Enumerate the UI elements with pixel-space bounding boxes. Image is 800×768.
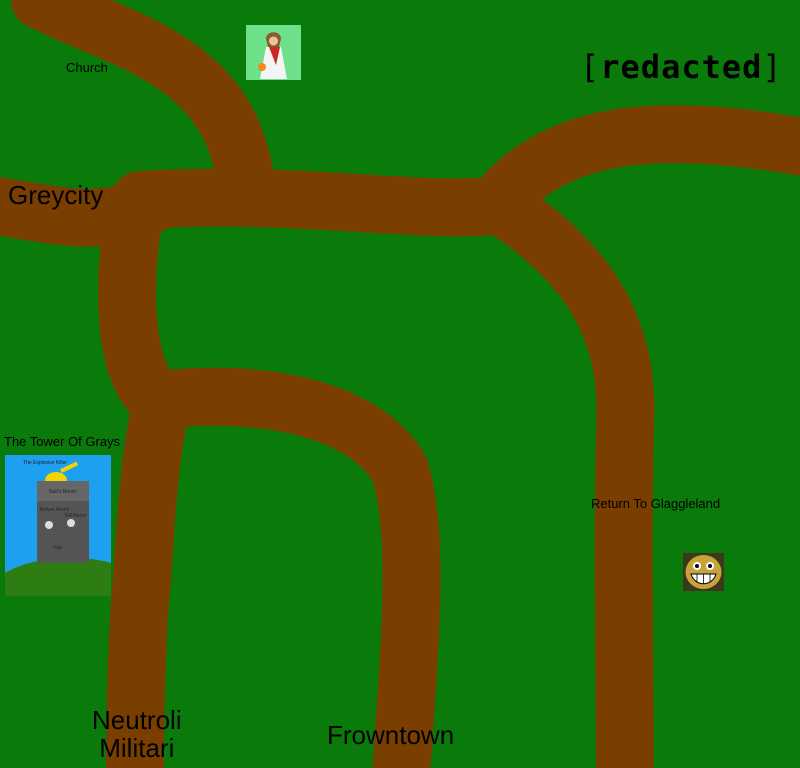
jesus-figure-icon[interactable] [246,25,301,80]
tower-room-top: Nult's Room [49,489,76,495]
road-west-loop [98,181,441,768]
road-main-east [111,168,529,237]
road-east-south [471,176,655,768]
tower-label: The Tower Of Grays [4,434,121,449]
tower-of-grays-image[interactable]: The Explosive Killer Nult's Room Torture… [5,455,111,596]
road-north [11,0,274,209]
neutroli-label-line2: Militari [99,733,175,763]
redacted-logo: [redacted] [580,48,783,86]
tower-banner-text: The Explosive Killer [23,460,67,466]
church-label: Church [66,60,108,75]
tower-room-right: Kill Room [65,513,86,519]
logo-bracket-right: ] [762,48,783,86]
greycity-label: Greycity [8,180,104,210]
frowntown-label: Frowntown [327,720,455,750]
road-northeast [471,105,800,229]
logo-bracket-left: [ [580,48,601,86]
grinning-face-icon[interactable] [683,553,724,591]
return-to-glaggleland-label: Return To Glaggleland [591,496,721,511]
neutroli-label-line1: Neutroli [92,705,182,735]
logo-text: redacted [600,48,763,86]
neutroli-militari-label: Neutroli Militari [92,706,182,762]
road-neutroli [106,381,189,768]
tower-room-bottom: Hub [53,545,62,551]
tower-room-left: Torture Room [39,507,69,513]
